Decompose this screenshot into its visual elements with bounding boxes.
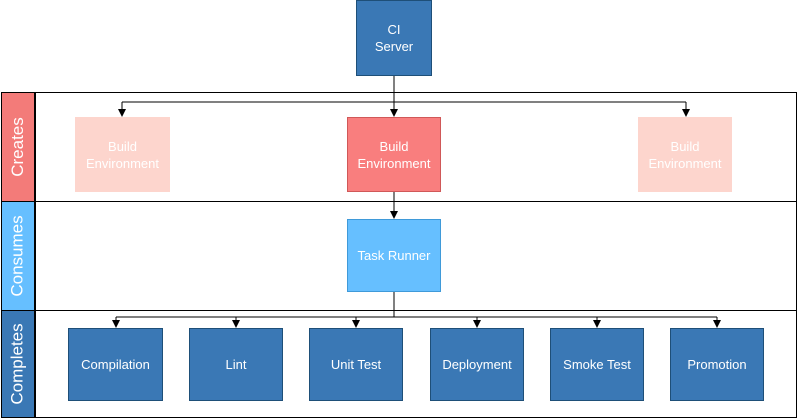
task-node-compilation: Compilation [68, 328, 163, 401]
lane-label-consumes-text: Consumes [8, 215, 28, 297]
ci-server-node: CI Server [356, 0, 432, 76]
build-environment-node-active: Build Environment [347, 117, 441, 192]
build-env-3-line1: Build [670, 138, 700, 154]
build-environment-node-faded: Build Environment [638, 117, 732, 192]
task-label: Smoke Test [563, 357, 631, 372]
task-node-unit-test: Unit Test [309, 328, 403, 401]
lane-label-completes: Completes [1, 310, 35, 418]
task-runner-label: Task Runner [357, 248, 431, 263]
task-label: Lint [225, 357, 247, 372]
task-node-deployment: Deployment [430, 328, 524, 401]
lane-label-creates-text: Creates [8, 117, 27, 177]
task-label: Compilation [81, 357, 150, 372]
lane-completes [35, 310, 797, 418]
build-env-1-line1: Build [108, 138, 137, 154]
lane-label-consumes: Consumes [1, 201, 35, 311]
lane-label-creates: Creates [1, 92, 35, 202]
task-label: Unit Test [330, 357, 382, 372]
task-node-smoke-test: Smoke Test [550, 328, 644, 401]
lane-label-completes-text: Completes [8, 323, 28, 405]
ci-server-label-line1: CI [387, 22, 401, 37]
ci-server-label-line2: Server [374, 39, 414, 54]
build-environment-node-faded: Build Environment [75, 117, 170, 192]
task-node-promotion: Promotion [670, 328, 764, 401]
build-env-3-line2: Environment [648, 155, 722, 171]
build-env-2-line2: Environment [357, 155, 431, 171]
task-node-lint: Lint [189, 328, 283, 401]
task-label: Promotion [687, 357, 747, 372]
task-label: Deployment [442, 357, 512, 372]
build-env-2-line1: Build [379, 138, 409, 154]
task-runner-node: Task Runner [347, 219, 441, 292]
build-env-1-line2: Environment [86, 155, 159, 171]
